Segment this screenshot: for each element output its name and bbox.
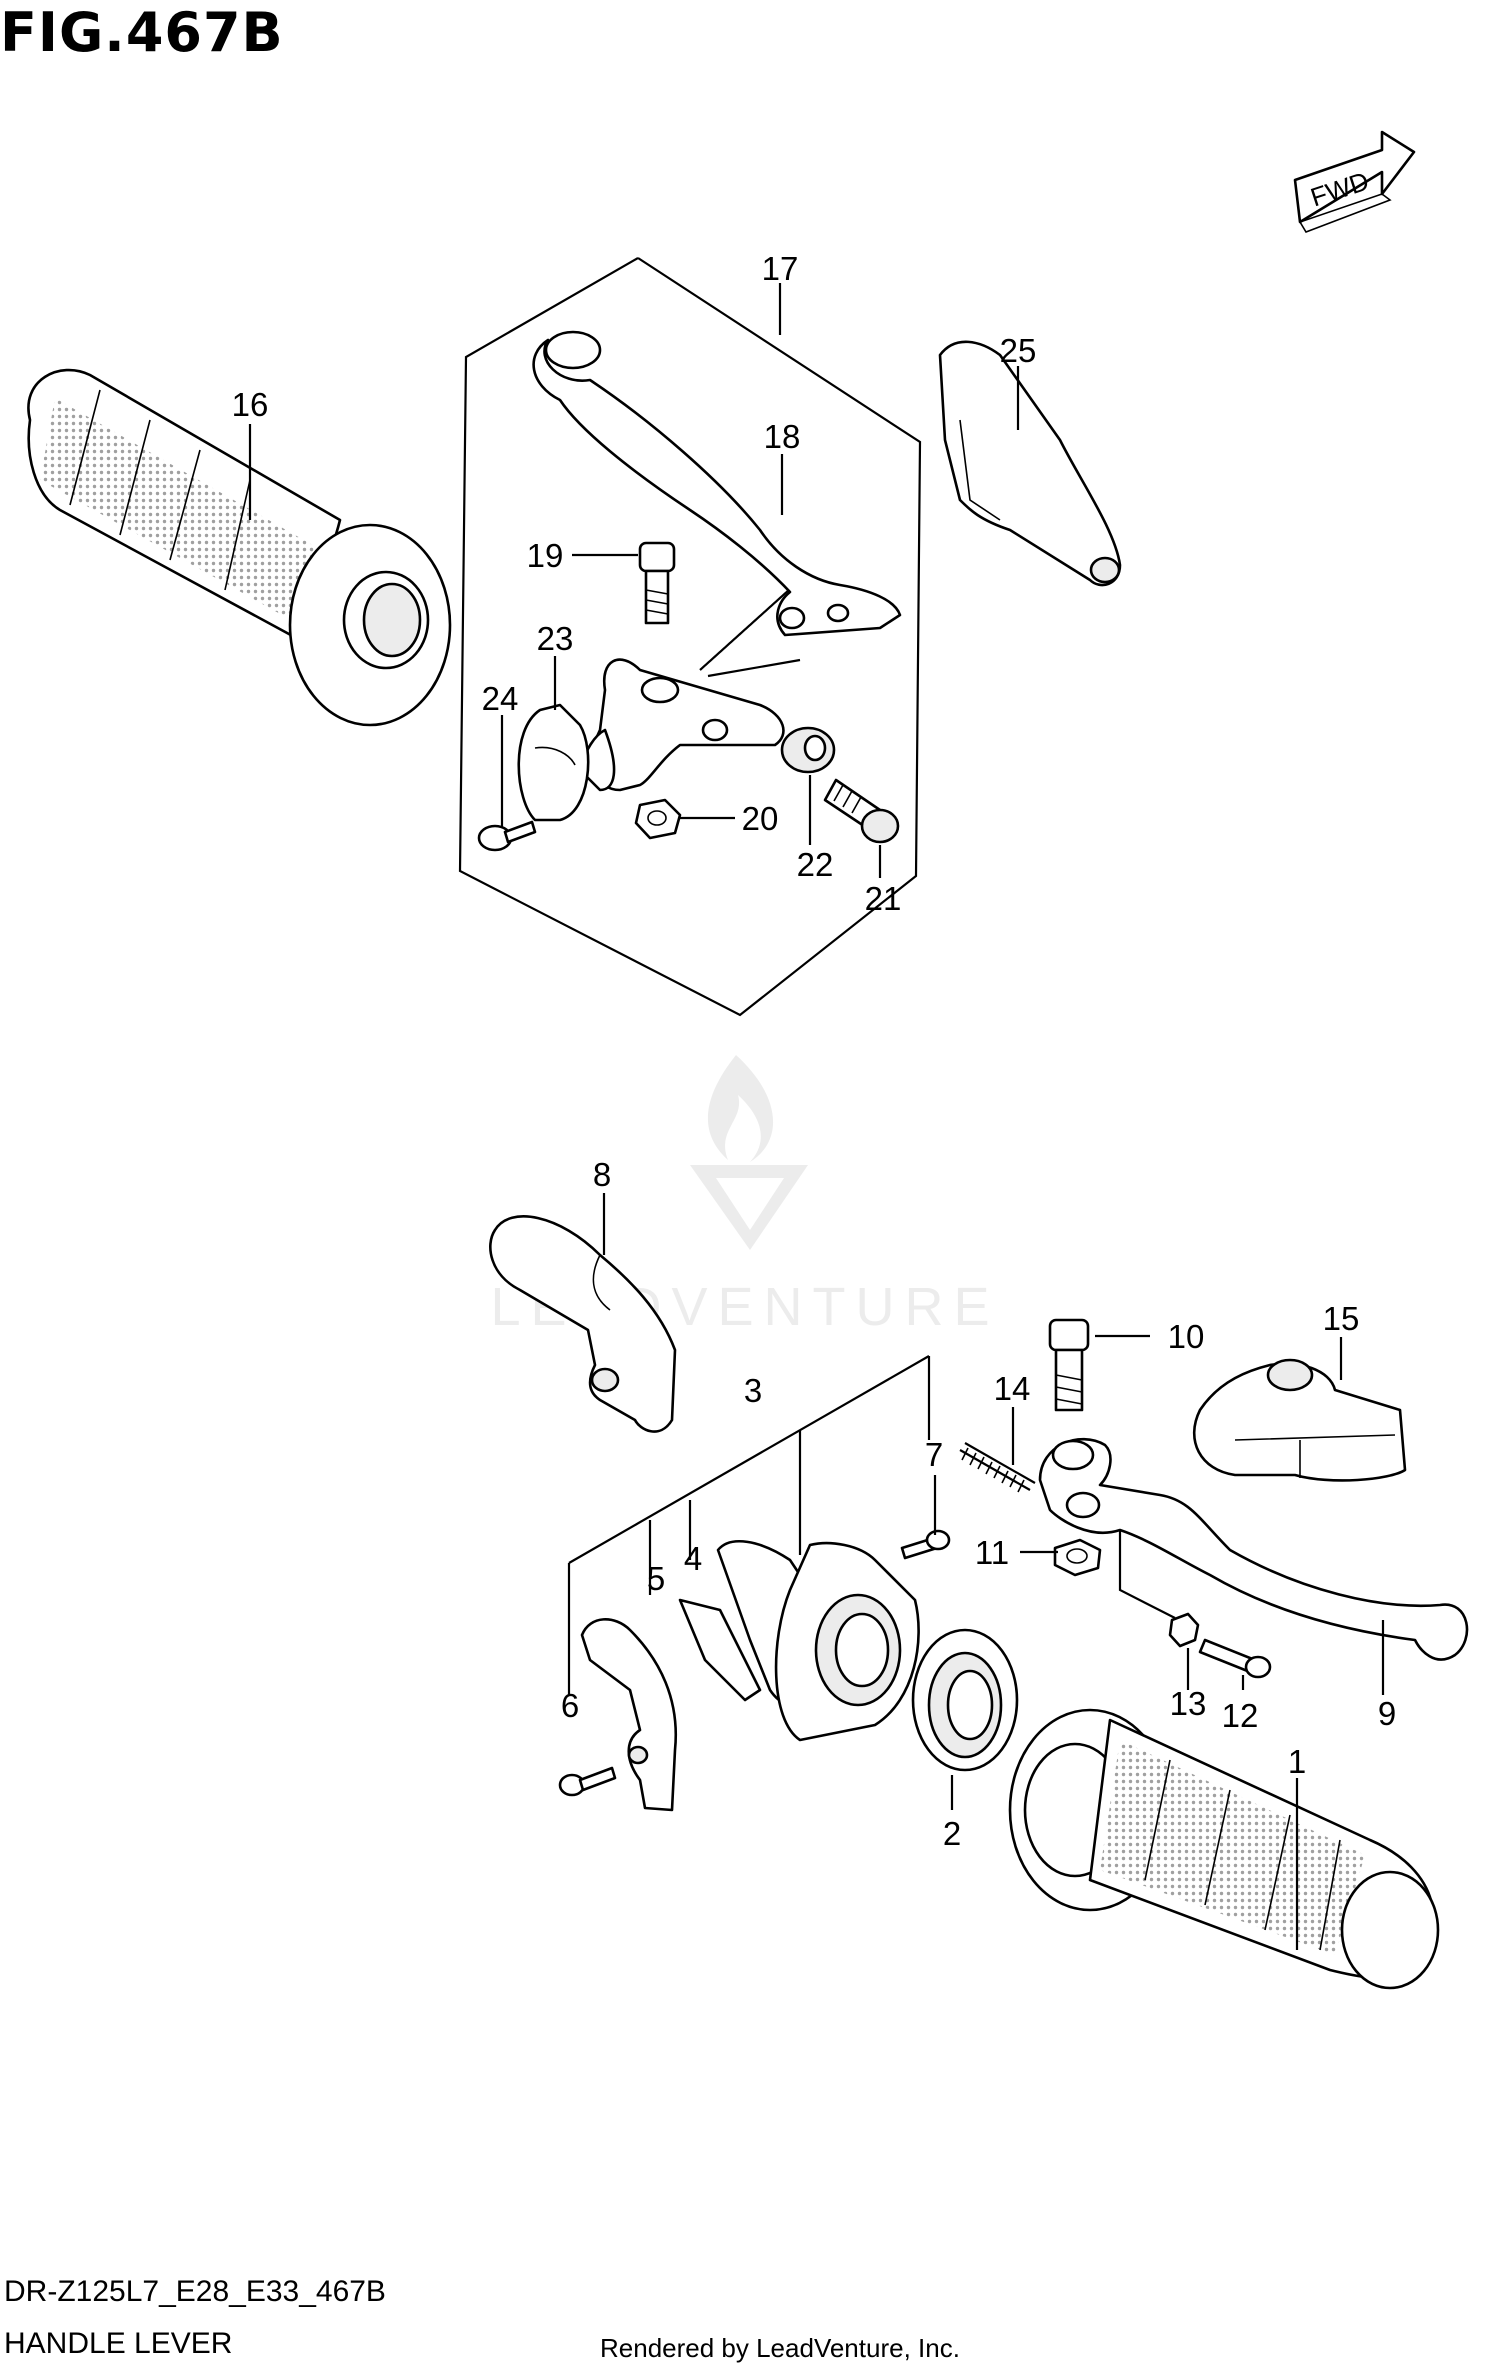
pivot-nut-20 (634, 798, 682, 840)
callout-1: 1 (1288, 1743, 1306, 1780)
callout-16: 16 (232, 386, 269, 423)
watermark-logo (690, 1055, 808, 1250)
callout-18: 18 (764, 418, 801, 455)
lever-holder-clamp-23 (517, 703, 590, 822)
left-grip-16 (27, 368, 452, 727)
callout-2: 2 (943, 1815, 961, 1852)
callout-9: 9 (1378, 1695, 1396, 1732)
callout-15: 15 (1323, 1300, 1360, 1337)
callout-19: 19 (527, 537, 564, 574)
assembly-17-frame (458, 257, 922, 1017)
lever-nut-11 (1053, 1538, 1102, 1577)
render-credit: Rendered by LeadVenture, Inc. (600, 2333, 960, 2363)
brake-lever-boot-15 (1192, 1358, 1407, 1482)
clamp-bolt-24 (477, 820, 537, 852)
right-grip-1 (1008, 1708, 1440, 1990)
callout-13: 13 (1170, 1685, 1207, 1722)
callout-20: 20 (742, 800, 779, 837)
housing-screw-7 (900, 1529, 951, 1560)
callout-23: 23 (537, 620, 574, 657)
clutch-lever-18 (532, 330, 902, 637)
callout-3: 3 (744, 1372, 762, 1409)
callout-21: 21 (865, 880, 902, 917)
callout-24: 24 (482, 680, 519, 717)
callout-6: 6 (561, 1687, 579, 1724)
throttle-pulley-2 (911, 1628, 1019, 1772)
cover-screw-6 (558, 1766, 617, 1797)
throttle-cover-5 (580, 1618, 678, 1812)
model-code: DR-Z125L7_E28_E33_467B (4, 2275, 386, 2308)
callout-7: 7 (925, 1436, 943, 1473)
adjuster-lock-nut-22 (780, 726, 836, 774)
lever-pivot-bolt-10 (1048, 1318, 1090, 1412)
adjuster-bolt-12 (1198, 1638, 1272, 1679)
section-name: HANDLE LEVER (4, 2327, 233, 2360)
callout-10: 10 (1168, 1318, 1205, 1355)
adjuster-nut-13 (1168, 1612, 1200, 1648)
callout-22: 22 (797, 846, 834, 883)
boot-cover-8 (489, 1215, 677, 1433)
callout-8: 8 (593, 1156, 611, 1193)
figure-title: FIG.467B (0, 1, 284, 64)
callout-11: 11 (975, 1534, 1009, 1571)
callout-leaders (248, 283, 1385, 1950)
clutch-lever-boot-25 (938, 340, 1122, 587)
callout-25: 25 (1000, 332, 1037, 369)
clutch-pivot-bolt-19 (638, 541, 676, 625)
cable-adjuster-21 (823, 778, 900, 844)
callout-17: 17 (762, 250, 799, 287)
lever-holder (578, 658, 785, 792)
throttle-housing-4 (678, 1539, 920, 1742)
brake-lever-9 (1038, 1437, 1469, 1661)
callout-labels: 17 16 25 18 19 23 24 20 22 21 8 10 15 3 … (232, 250, 1397, 1852)
callout-5: 5 (647, 1560, 665, 1597)
fwd-direction-badge: FWD (1293, 130, 1416, 233)
lever-spring-14 (959, 1442, 1036, 1493)
callout-14: 14 (994, 1370, 1031, 1407)
callout-4: 4 (684, 1540, 702, 1577)
callout-12: 12 (1222, 1697, 1259, 1734)
